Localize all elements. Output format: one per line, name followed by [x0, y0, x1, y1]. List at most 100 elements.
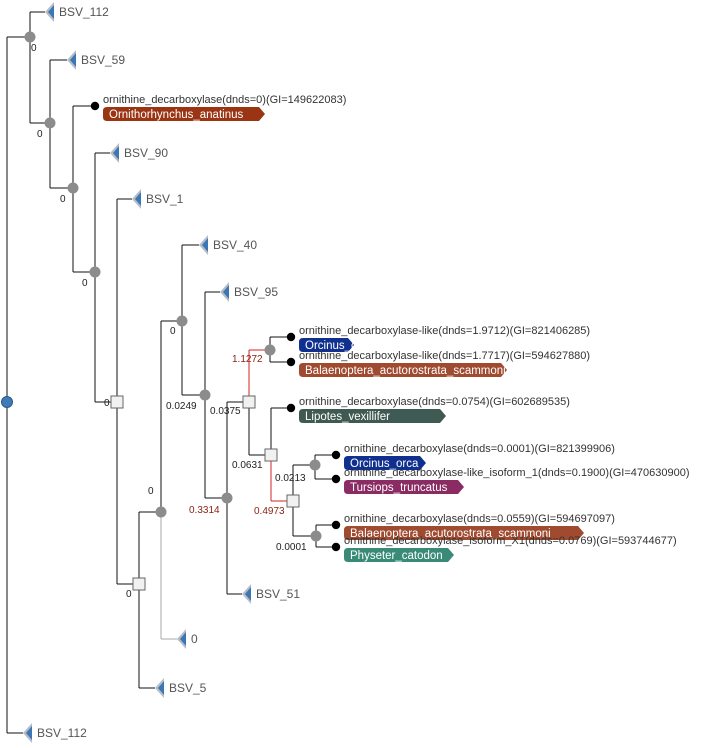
collapsed-triangle-blue	[135, 192, 141, 206]
duplication-node	[286, 494, 300, 508]
collapsed-clade: BSV_1	[132, 189, 184, 209]
duplication-node	[242, 395, 256, 409]
gene-leaf: ornithine_decarboxylase_isoform_X1(dnds=…	[331, 535, 677, 562]
gene-label: ornithine_decarboxylase-like(dnds=1.7717…	[299, 350, 590, 362]
collapsed-triangle-blue	[26, 726, 32, 740]
species-badge	[344, 480, 464, 494]
collapsed-leaf-label: BSV_51	[256, 587, 300, 601]
species-label: Balaenoptera_acutorostrata_scammoni	[305, 365, 506, 377]
species-label: Ornithorhynchus_anatinus	[109, 109, 243, 121]
collapsed-clade: BSV_112	[45, 2, 109, 22]
collapsed-clade: BSV_95	[220, 282, 278, 302]
gene-label: ornithine_decarboxylase(dnds=0)(GI=14962…	[103, 94, 346, 106]
speciation-node	[155, 506, 167, 518]
collapsed-leaf-label: BSV_59	[81, 53, 125, 67]
species-badge	[299, 363, 507, 377]
speciation-node	[310, 530, 322, 542]
collapsed-triangle-blue	[70, 53, 76, 67]
collapsed-clade: BSV_40	[199, 235, 257, 255]
collapsed-triangle-blue	[158, 681, 164, 695]
collapsed-triangle-blue	[245, 587, 251, 601]
leaf-dot	[286, 357, 296, 367]
collapsed-leaf-label: BSV_1	[146, 192, 184, 206]
speciation-node	[176, 315, 188, 327]
branch-value: 1.1272	[232, 354, 263, 365]
branch-value: 0.3314	[189, 505, 220, 516]
branch-value: 0	[170, 326, 176, 337]
collapsed-leaf-label: 0	[191, 632, 198, 646]
gene-leaf: ornithine_decarboxylase-like_isoform_1(d…	[331, 467, 690, 494]
branch-value: 0	[148, 486, 154, 497]
collapsed-clade: BSV_112	[23, 723, 87, 743]
collapsed-triangle-blue	[48, 5, 54, 19]
species-label: Physeter_catodon	[350, 550, 443, 562]
gene-label: ornithine_decarboxylase-like_isoform_1(d…	[344, 467, 690, 479]
speciation-node	[24, 31, 36, 43]
gene-label: ornithine_decarboxylase_isoform_X1(dnds=…	[344, 535, 677, 547]
speciation-node	[89, 266, 101, 278]
branch-value: 0.0375	[210, 406, 241, 417]
speciation-node	[44, 117, 56, 129]
collapsed-triangle-blue	[202, 238, 208, 252]
leaf-dot	[331, 542, 341, 552]
collapsed-clade: BSV_59	[67, 50, 125, 70]
leaf-dot	[331, 520, 341, 530]
gene-label: ornithine_decarboxylase(dnds=0.0754)(GI=…	[299, 396, 570, 408]
collapsed-clade: BSV_90	[110, 143, 168, 163]
species-badge	[103, 107, 265, 121]
species-label: Orcinus_orca	[350, 458, 419, 470]
leaf-dot	[331, 450, 341, 460]
species-badge	[344, 526, 584, 540]
collapsed-leaf-label: BSV_90	[124, 146, 168, 160]
species-label: Lipotes_vexillifer	[305, 411, 390, 423]
collapsed-leaf-label: BSV_95	[234, 285, 278, 299]
collapsed-triangle-blue	[180, 632, 186, 646]
leaf-dot	[90, 101, 100, 111]
speciation-node	[199, 389, 211, 401]
gene-leaf: ornithine_decarboxylase(dnds=0)(GI=14962…	[90, 94, 346, 121]
speciation-node	[67, 182, 79, 194]
collapsed-triangle-blue	[113, 146, 119, 160]
duplication-node	[110, 395, 124, 409]
branch-value: 0	[104, 398, 110, 409]
branch-value: 0.0249	[166, 401, 197, 412]
collapsed-clade: 0	[177, 629, 198, 649]
species-badge	[299, 409, 446, 423]
species-badge	[299, 338, 354, 352]
branch-value: 0.0213	[275, 473, 306, 484]
branch-value: 0	[82, 278, 88, 289]
duplication-node	[264, 448, 278, 462]
branch-value: 0	[126, 589, 132, 600]
species-badge	[344, 548, 454, 562]
gene-label: ornithine_decarboxylase(dnds=0.0559)(GI=…	[344, 513, 615, 525]
species-badge	[344, 456, 426, 470]
gene-label: ornithine_decarboxylase(dnds=0.0001)(GI=…	[344, 443, 615, 455]
leaf-dot	[286, 332, 296, 342]
collapsed-leaf-label: BSV_40	[213, 238, 257, 252]
gene-label: ornithine_decarboxylase-like(dnds=1.9712…	[299, 325, 590, 337]
speciation-node	[309, 459, 321, 471]
branch-value: 0	[37, 129, 43, 140]
gene-leaf: ornithine_decarboxylase(dnds=0.0001)(GI=…	[331, 443, 615, 470]
collapsed-clade: BSV_51	[242, 584, 300, 604]
duplication-node	[132, 577, 146, 591]
leaf-dot	[331, 474, 341, 484]
species-label: Balaenoptera_acutorostrata_scammoni	[350, 528, 551, 540]
gene-leaf: ornithine_decarboxylase-like(dnds=1.9712…	[286, 325, 590, 352]
collapsed-clade: BSV_5	[155, 678, 207, 698]
branch-value: 0	[60, 194, 66, 205]
speciation-node	[264, 344, 276, 356]
branch-value: 0.0001	[276, 542, 307, 553]
species-label: Orcinus_orca	[305, 340, 374, 352]
collapsed-leaf-label: BSV_5	[169, 681, 207, 695]
branch-value: 0	[31, 43, 37, 54]
root-node	[1, 396, 13, 408]
collapsed-leaf-label: BSV_112	[59, 5, 109, 19]
leaf-dot	[286, 403, 296, 413]
species-label: Tursiops_truncatus	[350, 482, 448, 494]
gene-leaf: ornithine_decarboxylase(dnds=0.0754)(GI=…	[286, 396, 570, 423]
gene-leaf: ornithine_decarboxylase-like(dnds=1.7717…	[286, 350, 590, 377]
collapsed-leaf-label: BSV_112	[37, 726, 87, 740]
speciation-node	[221, 492, 233, 504]
